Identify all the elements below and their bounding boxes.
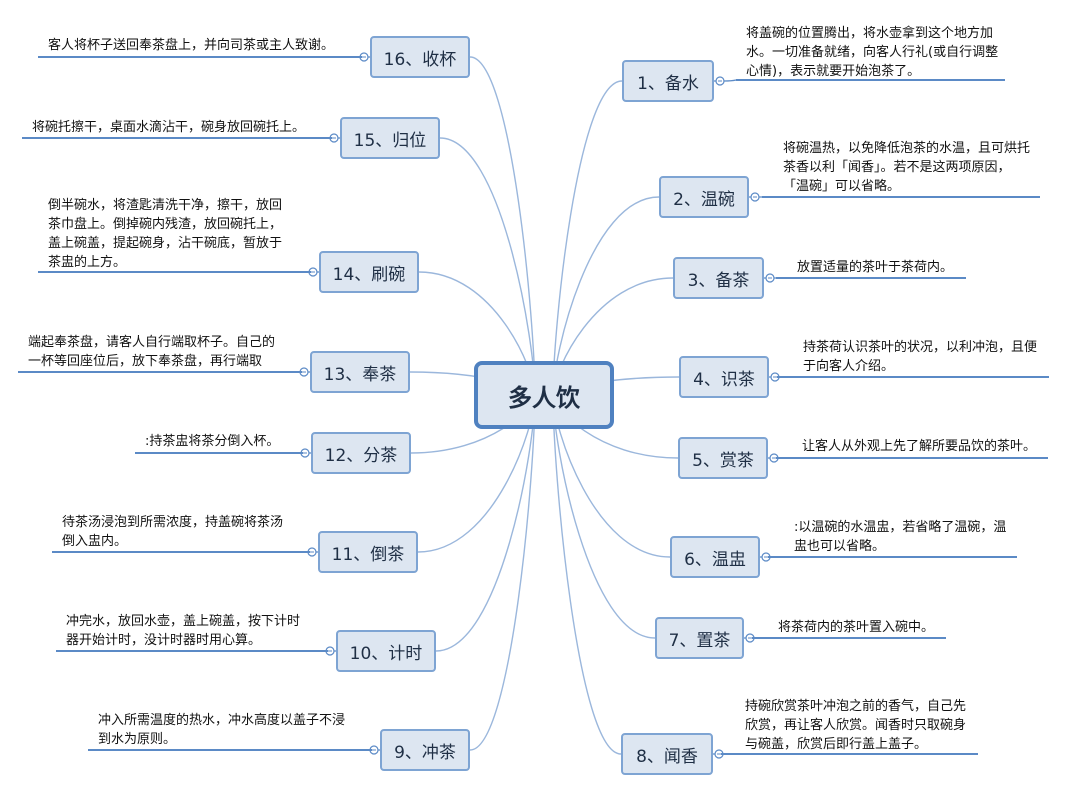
branch-line-10 — [435, 394, 536, 652]
step-node-3[interactable]: 3、备茶 — [673, 257, 764, 299]
step-note-1: 将盖碗的位置腾出，将水壶拿到这个地方加 水。一切准备就绪，向客人行礼(或自行调整… — [746, 26, 999, 79]
step-note-2: 将碗温热，以免降低泡茶的水温，且可烘托 茶香以利「闻香」。若不是这两项原因， 「… — [783, 141, 1031, 194]
step-note-7: 将茶荷内的茶叶置入碗中。 — [778, 620, 935, 635]
branch-line-7 — [552, 394, 656, 639]
branch-line-1 — [552, 80, 623, 396]
step-note-12: :持茶盅将茶分倒入杯。 — [145, 434, 280, 449]
step-node-1[interactable]: 1、备水 — [622, 60, 714, 102]
step-note-3: 放置适量的茶叶于茶荷内。 — [797, 260, 954, 275]
step-note-4: 持茶荷认识茶叶的状况，以利冲泡，且便 于向客人介绍。 — [803, 340, 1038, 374]
step-node-15[interactable]: 15、归位 — [340, 117, 440, 159]
step-node-14[interactable]: 14、刷碗 — [319, 251, 419, 293]
step-note-13: 端起奉茶盘，请客人自行端取杯子。自己的 一杯等回座位后，放下奉茶盘，再行端取 — [28, 335, 276, 369]
step-note-9: 冲入所需温度的热水，冲水高度以盖子不浸 到水为原则。 — [98, 713, 346, 747]
central-topic[interactable]: 多人饮 — [474, 361, 614, 429]
step-note-14: 倒半碗水，将渣匙清洗干净，擦干，放回 茶巾盘上。倒掉碗内残渣，放回碗托上， 盖上… — [48, 198, 283, 270]
step-node-4[interactable]: 4、识茶 — [679, 356, 769, 398]
step-node-8[interactable]: 8、闻香 — [621, 733, 713, 775]
step-note-6: :以温碗的水温盅，若省略了温碗，温 盅也可以省略。 — [794, 520, 1007, 554]
step-node-11[interactable]: 11、倒茶 — [318, 531, 418, 573]
step-note-16: 客人将杯子送回奉茶盘上，并向司茶或主人致谢。 — [48, 38, 335, 53]
step-note-15: 将碗托擦干，桌面水滴沾干，碗身放回碗托上。 — [32, 120, 306, 135]
step-node-2[interactable]: 2、温碗 — [659, 176, 749, 218]
step-node-16[interactable]: 16、收杯 — [370, 36, 470, 78]
step-node-6[interactable]: 6、温盅 — [670, 536, 760, 578]
step-node-12[interactable]: 12、分茶 — [311, 432, 411, 474]
step-note-11: 待茶汤浸泡到所需浓度，持盖碗将茶汤 倒入盅内。 — [62, 515, 284, 549]
branch-line-15 — [439, 137, 536, 396]
step-node-7[interactable]: 7、置茶 — [655, 617, 744, 659]
branch-line-16 — [469, 56, 536, 396]
branch-line-8 — [552, 394, 622, 755]
step-note-8: 持碗欣赏茶叶冲泡之前的香气，自己先 欣赏，再让客人欣赏。闻香时只取碗身 与碗盖，… — [745, 699, 967, 752]
step-note-5: 让客人从外观上先了解所要品饮的茶叶。 — [802, 439, 1037, 454]
step-node-13[interactable]: 13、奉茶 — [310, 351, 410, 393]
step-node-10[interactable]: 10、计时 — [336, 630, 436, 672]
step-node-5[interactable]: 5、赏茶 — [678, 437, 768, 479]
step-node-9[interactable]: 9、冲茶 — [380, 729, 470, 771]
step-note-10: 冲完水，放回水壶，盖上碗盖，按下计时 器开始计时，没计时器时用心算。 — [66, 614, 301, 648]
branch-line-9 — [469, 394, 536, 751]
